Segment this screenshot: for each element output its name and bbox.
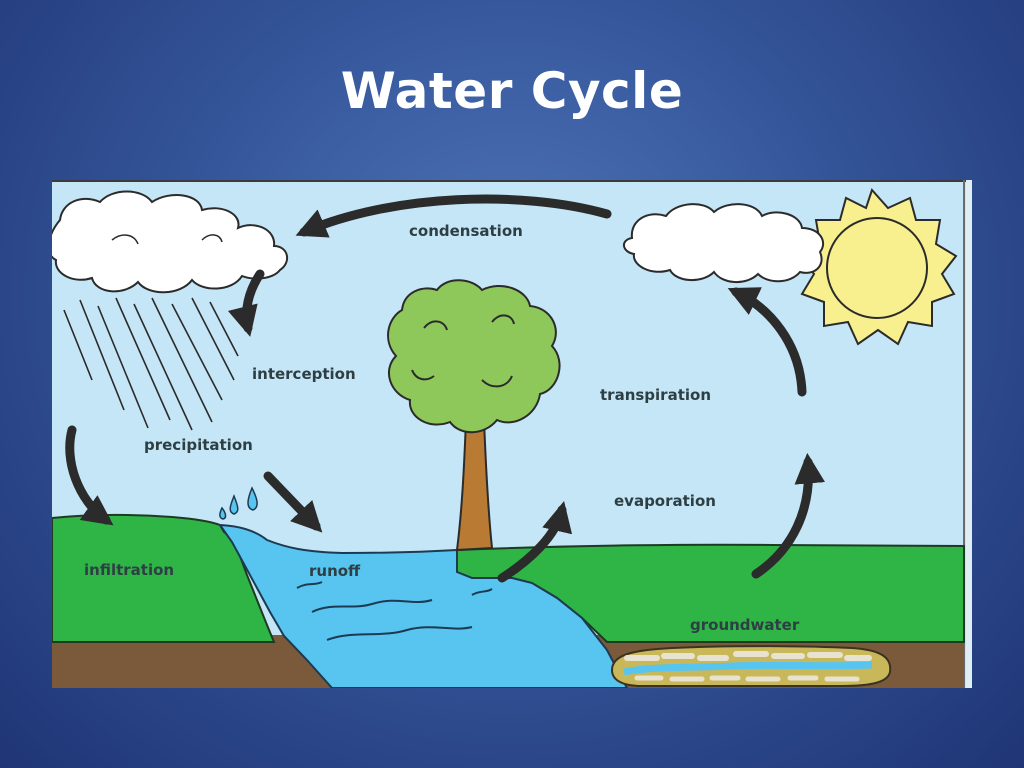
label-condensation: condensation — [409, 222, 523, 240]
runoff-arrow — [263, 471, 323, 533]
label-evaporation: evaporation — [614, 492, 716, 510]
left-cloud — [52, 190, 289, 294]
sun — [798, 188, 958, 346]
evaporation-arrow — [497, 501, 573, 583]
rain — [63, 297, 239, 431]
groundwater-reservoir — [610, 645, 892, 687]
label-infiltration: infiltration — [84, 561, 174, 579]
tree — [387, 279, 561, 552]
transpiration-arrow — [727, 287, 807, 397]
right-ground — [456, 543, 965, 643]
condensation-arrow — [295, 194, 612, 238]
label-interception: interception — [252, 365, 356, 383]
groundwater-arrow — [751, 452, 826, 579]
label-runoff: runoff — [309, 562, 361, 580]
label-precipitation: precipitation — [144, 436, 253, 454]
arrows — [65, 194, 826, 583]
slide-title: Water Cycle — [340, 62, 684, 120]
water-cycle-diagram: condensation interception precipitation … — [52, 180, 972, 688]
label-transpiration: transpiration — [600, 386, 711, 404]
right-cloud — [623, 203, 825, 283]
infiltration-arrow — [65, 425, 114, 526]
label-groundwater: groundwater — [690, 616, 800, 634]
interception-arrow — [227, 269, 265, 337]
